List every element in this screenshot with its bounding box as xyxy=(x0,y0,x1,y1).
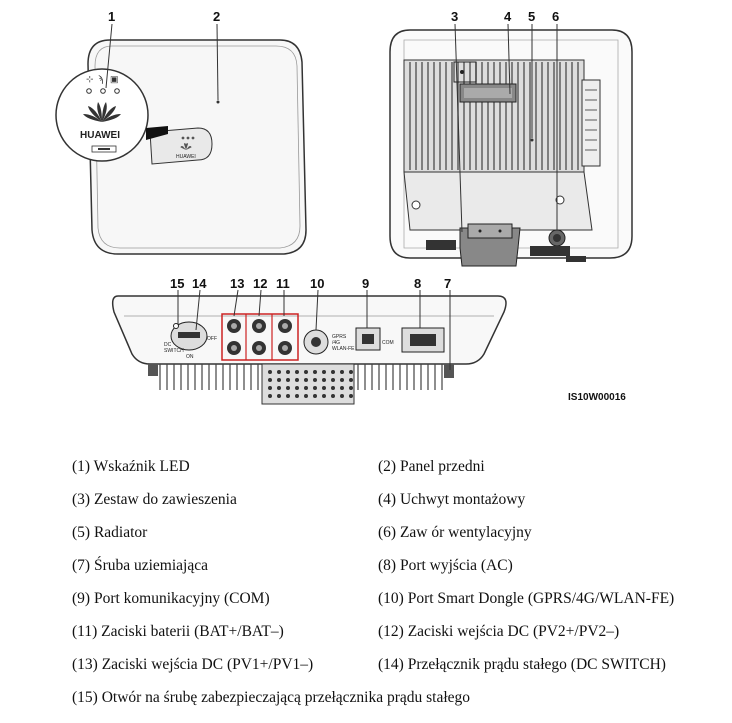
led-magnifier xyxy=(55,68,149,162)
svg-text:SWITCH: SWITCH xyxy=(164,348,184,354)
svg-text:WLAN-FE: WLAN-FE xyxy=(332,346,355,352)
callout-8: 8 xyxy=(414,276,421,291)
front-brand-small: HUAWEI xyxy=(176,154,196,160)
callout-10: 10 xyxy=(310,276,324,291)
grid-dot xyxy=(313,370,317,374)
grid-dot xyxy=(295,370,299,374)
grid-dot xyxy=(331,370,335,374)
legend-item: (15) Otwór na śrubę zabezpieczającą prze… xyxy=(72,689,471,706)
svg-text:GPRS: GPRS xyxy=(332,334,347,340)
grid-dot xyxy=(313,378,317,382)
svg-text:▣: ▣ xyxy=(110,74,119,84)
grid-dot xyxy=(286,394,290,398)
figure-code: IS10W00016 xyxy=(568,392,626,403)
legend-item: (8) Port wyjścia (AC) xyxy=(378,557,513,574)
grid-dot xyxy=(340,394,344,398)
inverter-diagram: HUAWEI ⊹ ϡ ▣ HUAWEI 1 2 xyxy=(55,9,633,405)
grid-dot xyxy=(349,394,353,398)
led-icons: ⊹ ϡ ▣ xyxy=(86,74,120,94)
callout-15: 15 xyxy=(170,276,184,291)
on-label: ON xyxy=(186,354,194,360)
callout-3: 3 xyxy=(451,9,458,24)
grid-dot xyxy=(304,378,308,382)
grid-dot xyxy=(340,386,344,390)
legend-item: (2) Panel przedni xyxy=(378,458,485,475)
callout-6: 6 xyxy=(552,9,559,24)
grid-dot xyxy=(268,394,272,398)
legend-item: (5) Radiator xyxy=(72,524,148,541)
grid-dot xyxy=(277,378,281,382)
legend-item: (9) Port komunikacyjny (COM) xyxy=(72,590,270,607)
bottom-view: DC SWITCH OFF ON GPRS /4G WLAN-FE COM 15 xyxy=(111,276,507,405)
grid-dot xyxy=(349,386,353,390)
grid-dot xyxy=(304,394,308,398)
callout-9: 9 xyxy=(362,276,369,291)
front-display-window xyxy=(149,127,213,165)
grid-dot xyxy=(295,378,299,382)
callout-14: 14 xyxy=(192,276,207,291)
callout-4: 4 xyxy=(504,9,512,24)
grid-dot xyxy=(340,370,344,374)
legend-item: (7) Śruba uziemiająca xyxy=(72,557,208,574)
grid-dot xyxy=(322,394,326,398)
grid-dot xyxy=(277,394,281,398)
com-label: COM xyxy=(382,340,394,346)
grid-dot xyxy=(331,386,335,390)
legend-item: (10) Port Smart Dongle (GPRS/4G/WLAN-FE) xyxy=(378,590,675,607)
grid-dot xyxy=(268,378,272,382)
legend-item: (1) Wskaźnik LED xyxy=(72,458,190,475)
legend-item: (11) Zaciski baterii (BAT+/BAT–) xyxy=(72,623,284,640)
legend-item: (6) Zaw ór wentylacyjny xyxy=(378,524,532,541)
callout-2: 2 xyxy=(213,9,220,24)
grid-dot xyxy=(268,370,272,374)
dc-terminals xyxy=(221,313,299,361)
grid-dot xyxy=(277,370,281,374)
callout-1: 1 xyxy=(108,9,115,24)
grid-dot xyxy=(340,378,344,382)
brand-text: HUAWEI xyxy=(80,130,120,141)
grid-dot xyxy=(268,386,272,390)
svg-text:/4G: /4G xyxy=(332,340,340,346)
grid-dot xyxy=(286,386,290,390)
grid-dot xyxy=(322,386,326,390)
grid-dot xyxy=(322,378,326,382)
svg-text:ϡ: ϡ xyxy=(98,74,103,84)
grid-dot xyxy=(313,394,317,398)
rear-view: 3 4 5 6 xyxy=(389,9,633,267)
callout-13: 13 xyxy=(230,276,244,291)
legend-item: (12) Zaciski wejścia DC (PV2+/PV2–) xyxy=(378,623,620,640)
grid-dot xyxy=(304,370,308,374)
grid-dot xyxy=(349,370,353,374)
legend-item: (14) Przełącznik prądu stałego (DC SWITC… xyxy=(378,656,666,673)
radiator-fins xyxy=(409,62,579,170)
grid-dot xyxy=(295,394,299,398)
legend-item: (13) Zaciski wejścia DC (PV1+/PV1–) xyxy=(72,656,314,673)
grid-dot xyxy=(286,370,290,374)
legend-item: (3) Zestaw do zawieszenia xyxy=(72,491,237,508)
grid-dot xyxy=(349,378,353,382)
grid-dot xyxy=(313,386,317,390)
grid-dot xyxy=(331,394,335,398)
grid-dot xyxy=(286,378,290,382)
huawei-logo-icon xyxy=(83,102,121,122)
front-view: HUAWEI ⊹ ϡ ▣ HUAWEI 1 2 xyxy=(55,9,307,255)
callout-7: 7 xyxy=(444,276,451,291)
callout-5: 5 xyxy=(528,9,535,24)
svg-text:⊹: ⊹ xyxy=(86,74,94,84)
legend-item: (4) Uchwyt montażowy xyxy=(378,491,526,508)
off-label: OFF xyxy=(207,336,217,342)
grid-dot xyxy=(277,386,281,390)
callout-11: 11 xyxy=(276,276,290,291)
grid-dot xyxy=(304,386,308,390)
svg-text:DC: DC xyxy=(164,342,172,348)
callout-12: 12 xyxy=(253,276,267,291)
grid-dot xyxy=(331,378,335,382)
grid-dot xyxy=(295,386,299,390)
grid-dot xyxy=(322,370,326,374)
